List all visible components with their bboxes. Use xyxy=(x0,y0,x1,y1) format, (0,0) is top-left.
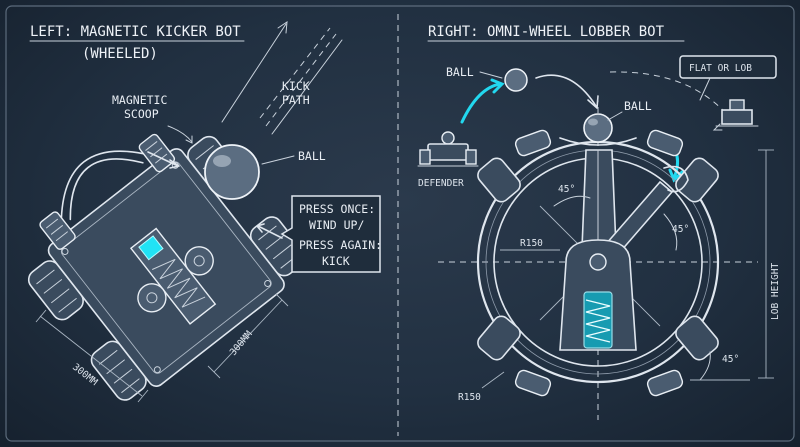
ball-on-arm xyxy=(583,113,613,143)
gear-left xyxy=(137,283,167,313)
scoop-leader-arrow xyxy=(167,125,193,143)
angle-label-left: 45° xyxy=(558,184,575,195)
right-heading: RIGHT: OMNI-WHEEL LOBBER BOT xyxy=(428,24,665,40)
left-heading: LEFT: MAGNETIC KICKER BOT xyxy=(30,24,241,40)
lobber-arm xyxy=(581,149,617,249)
ball-label-top: BALL xyxy=(446,65,474,79)
left-subheading: (WHEELED) xyxy=(82,46,158,62)
kicker-bot xyxy=(27,133,306,401)
arrow-left-pointer xyxy=(147,151,179,167)
defender-robot xyxy=(417,131,479,167)
radius-outer-label: R150 xyxy=(458,392,481,403)
kick-path-arrows xyxy=(221,21,343,135)
ball-label-left: BALL xyxy=(298,149,326,163)
angle-arc-bottom xyxy=(699,351,711,381)
right-panel: RIGHT: OMNI-WHEEL LOBBER BOT BALL DEFEND… xyxy=(417,24,781,420)
defender-label: DEFENDER xyxy=(418,178,464,189)
kicker-spring xyxy=(152,258,206,308)
kick-instruction-callout xyxy=(280,195,381,273)
magnetic-scoop-label-1: MAGNETIC xyxy=(112,93,167,107)
left-panel: LEFT: MAGNETIC KICKER BOT (WHEELED) KICK… xyxy=(27,21,382,403)
radius-outer-leader xyxy=(481,371,505,389)
gear-right xyxy=(184,246,214,276)
flat-or-lob-label: FLAT OR LOB xyxy=(689,63,752,74)
angle-arc-right xyxy=(663,213,678,251)
magnetic-scoop-label-2: SCOOP xyxy=(124,107,159,121)
flat-lob-dashed-path xyxy=(609,71,731,119)
ball-in-flight xyxy=(504,68,528,92)
callout-line-2: WIND UP/ xyxy=(309,218,364,232)
kicker-ball xyxy=(204,144,260,200)
lob-height-label: LOB HEIGHT xyxy=(770,263,781,320)
frame-border xyxy=(5,5,795,442)
ball-label-center: BALL xyxy=(624,99,652,113)
callout-line-4: KICK xyxy=(322,254,350,268)
angle-arc-left xyxy=(553,195,591,207)
omni-wheels xyxy=(477,129,719,397)
angle-label-bottom: 45° xyxy=(722,354,739,365)
lob-spring-glow xyxy=(583,291,613,349)
kick-path-label-1: KICK xyxy=(282,79,310,93)
lobber-strut xyxy=(604,180,674,254)
callout-line-1: PRESS ONCE: xyxy=(299,202,375,216)
kicker-indicator-light xyxy=(138,235,164,261)
angle-label-right: 45° xyxy=(672,224,689,235)
kick-path-label-2: PATH xyxy=(282,93,310,107)
strut-hook xyxy=(663,165,689,193)
arm-cradle xyxy=(559,137,637,146)
lob-spring xyxy=(585,299,611,343)
callout-line-3: PRESS AGAIN: xyxy=(299,238,382,252)
length-dimension-label: 300MM xyxy=(228,329,255,358)
magnetic-scoop xyxy=(69,158,144,221)
radius-inner-label: R150 xyxy=(520,238,543,249)
arrow-right-pointer xyxy=(257,225,283,239)
width-dimension xyxy=(35,309,149,403)
ball-arc-arrow xyxy=(535,74,597,107)
length-dimension xyxy=(207,293,289,379)
target-goal-block xyxy=(712,99,759,131)
lob-trajectory-in xyxy=(460,82,502,124)
flat-or-lob-callout xyxy=(679,55,777,79)
